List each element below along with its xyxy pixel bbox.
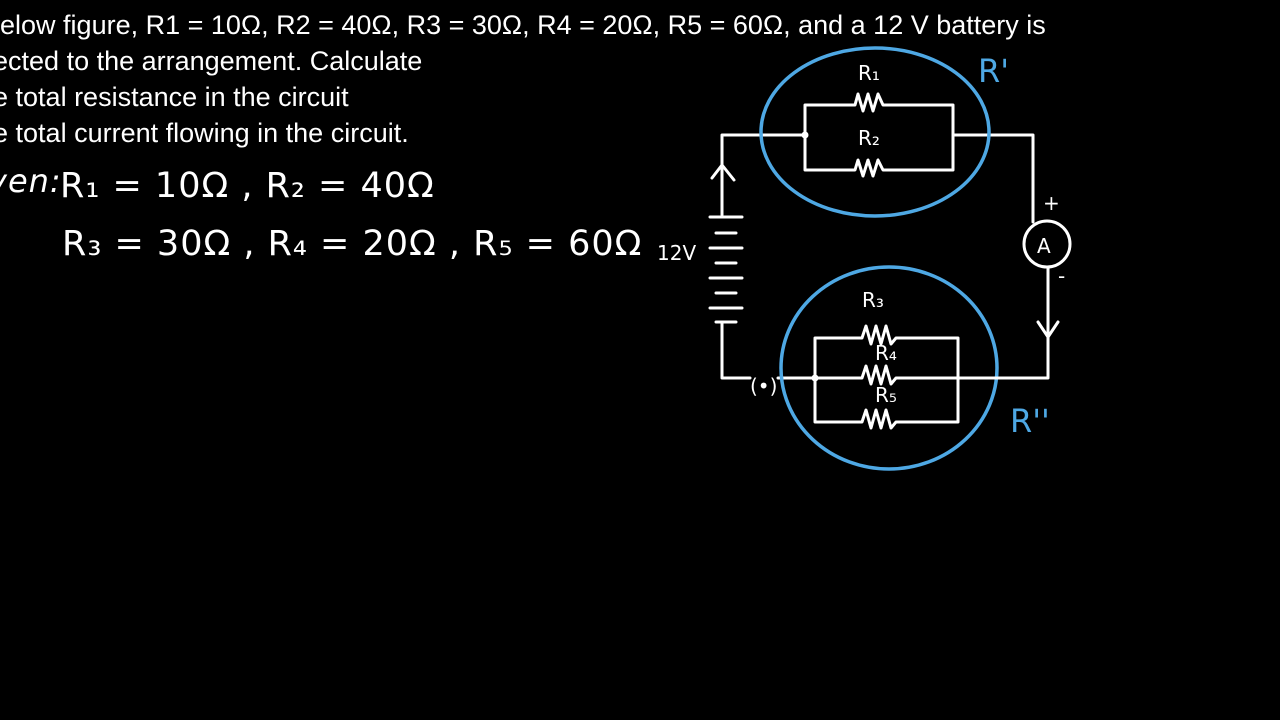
- label-r5: R₅: [875, 383, 897, 407]
- given-values-line-2: R₃ = 30Ω , R₄ = 20Ω , R₅ = 60Ω: [62, 224, 643, 264]
- ammeter-plus: +: [1043, 191, 1060, 215]
- label-r4: R₄: [875, 341, 897, 365]
- battery-voltage-label: 12V: [657, 241, 696, 265]
- label-r3: R₃: [862, 288, 884, 312]
- wire-top-right: [951, 133, 1035, 224]
- battery: [708, 215, 744, 324]
- ammeter-minus: -: [1058, 264, 1065, 288]
- label-r-double-prime: R'': [1010, 402, 1050, 440]
- problem-line-1: below figure, R1 = 10Ω, R2 = 40Ω, R3 = 3…: [0, 10, 1046, 40]
- ammeter: [1022, 219, 1072, 269]
- wire-bottom-left: [720, 321, 752, 380]
- current-arrow-left: [710, 163, 736, 187]
- current-arrow-right: [1036, 298, 1060, 339]
- problem-line-3: he total resistance in the circuit: [0, 82, 349, 112]
- label-r1: R₁: [858, 61, 880, 85]
- ammeter-label: A: [1037, 234, 1051, 258]
- parallel-box-bottom: [813, 324, 960, 430]
- label-r-prime: R': [978, 52, 1009, 90]
- wire-top-left: [720, 133, 807, 217]
- label-r2: R₂: [858, 126, 880, 150]
- wire-bottom-right: [956, 266, 1050, 380]
- junction-label: (•): [750, 374, 777, 398]
- parallel-box-top: [803, 92, 955, 178]
- problem-line-4: he total current flowing in the circuit.: [0, 118, 409, 148]
- given-values-line-1: R₁ = 10Ω , R₂ = 40Ω: [60, 166, 435, 206]
- highlight-circle-r-prime: [759, 46, 991, 218]
- given-label: ven:: [0, 162, 62, 200]
- highlight-circle-r-double-prime: [779, 265, 999, 471]
- problem-line-2: nected to the arrangement. Calculate: [0, 46, 423, 76]
